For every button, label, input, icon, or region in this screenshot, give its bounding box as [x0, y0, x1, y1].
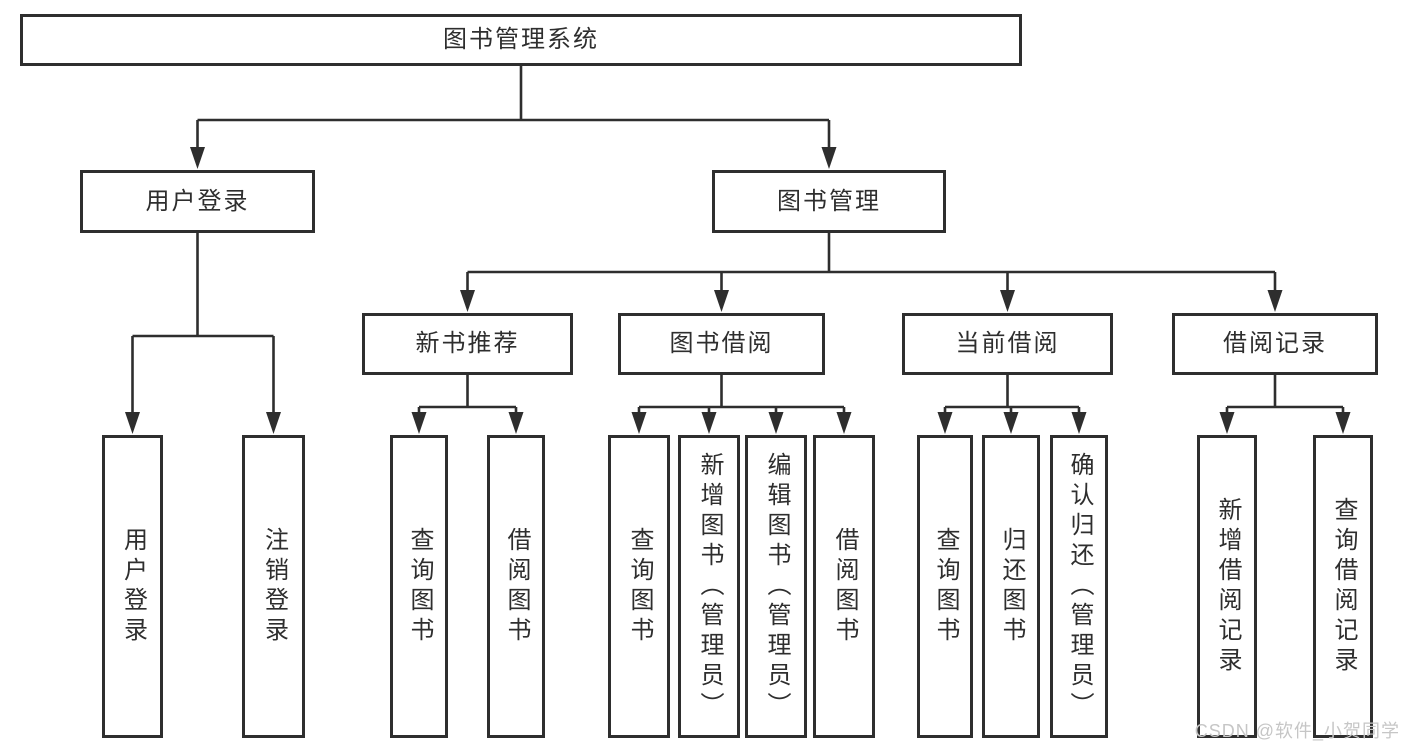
node-book-borrow: 图书借阅 [618, 313, 825, 375]
node-label: 查询图书 [932, 526, 959, 647]
node-label: 查询图书 [626, 526, 653, 647]
node-label: 归还图书 [998, 526, 1025, 647]
node-leaf-add-record: 新增借阅记录 [1197, 435, 1257, 738]
node-user-login: 用户登录 [80, 170, 315, 233]
node-label: 新增借阅记录 [1214, 496, 1241, 677]
node-label: 借阅图书 [831, 526, 858, 647]
node-label: 用户登录 [119, 526, 147, 647]
node-leaf-return-book: 归还图书 [982, 435, 1040, 738]
node-label: 新增图书（管理员） [696, 451, 723, 722]
node-leaf-user-login: 用户登录 [102, 435, 163, 738]
node-label: 图书管理 [777, 187, 881, 215]
node-leaf-query-book-3: 查询图书 [917, 435, 973, 738]
node-label: 查询借阅记录 [1330, 496, 1357, 677]
node-leaf-logout: 注销登录 [242, 435, 305, 738]
node-leaf-query-book-2: 查询图书 [608, 435, 670, 738]
node-book-mgmt: 图书管理 [712, 170, 946, 233]
node-label: 注销登录 [260, 526, 288, 647]
node-leaf-confirm-return: 确认归还（管理员） [1050, 435, 1108, 738]
node-current-borrow: 当前借阅 [902, 313, 1113, 375]
node-root: 图书管理系统 [20, 14, 1022, 66]
node-label: 用户登录 [145, 187, 250, 215]
node-label: 查询图书 [406, 526, 433, 647]
node-label: 编辑图书（管理员） [763, 451, 790, 722]
node-borrow-records: 借阅记录 [1172, 313, 1378, 375]
node-leaf-query-book-1: 查询图书 [390, 435, 448, 738]
node-leaf-query-record: 查询借阅记录 [1313, 435, 1373, 738]
node-new-book-rec: 新书推荐 [362, 313, 573, 375]
node-label: 当前借阅 [955, 330, 1060, 357]
node-leaf-borrow-book-2: 借阅图书 [813, 435, 875, 738]
node-label: 借阅记录 [1223, 330, 1327, 357]
node-label: 新书推荐 [415, 330, 520, 357]
node-label: 借阅图书 [503, 526, 530, 647]
node-label: 确认归还（管理员） [1066, 451, 1093, 722]
watermark: CSDN @软件_小贺同学 [1194, 721, 1400, 741]
node-label: 图书借阅 [669, 330, 774, 357]
node-label: 图书管理系统 [443, 26, 599, 53]
node-leaf-edit-book: 编辑图书（管理员） [745, 435, 807, 738]
node-leaf-add-book: 新增图书（管理员） [678, 435, 740, 738]
node-leaf-borrow-book-1: 借阅图书 [487, 435, 545, 738]
